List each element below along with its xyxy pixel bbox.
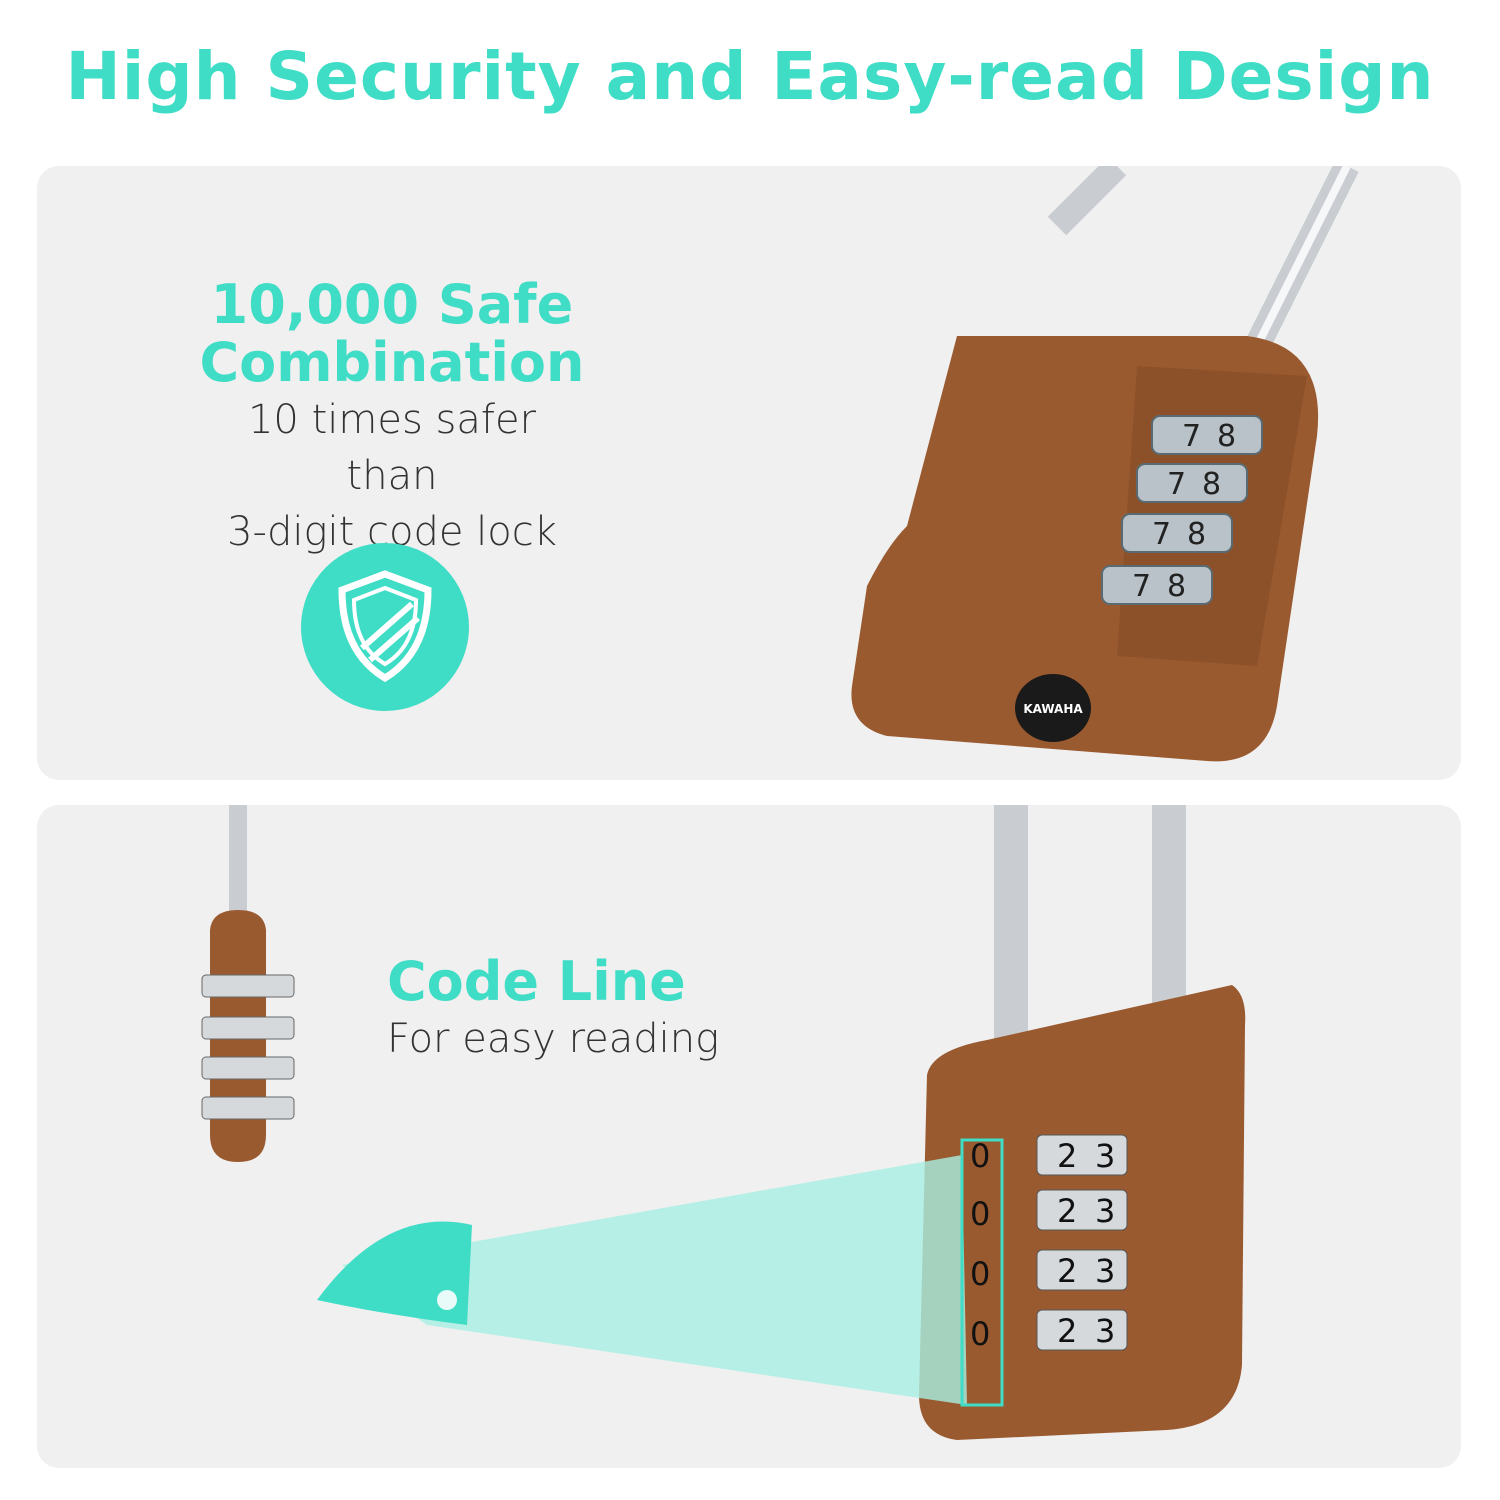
page-title: High Security and Easy-read Design	[65, 38, 1435, 115]
dial-digit: 8	[1217, 419, 1236, 454]
code-line-digit: 0	[970, 1315, 990, 1353]
code-line-text: Code Line For easy reading	[387, 953, 719, 1067]
padlock-side-image	[201, 805, 295, 1162]
code-line-digit: 0	[970, 1255, 990, 1293]
dial-digit: 2	[1057, 1137, 1077, 1175]
shield-icon	[301, 543, 469, 711]
combination-heading-2: Combination	[199, 331, 585, 394]
code-line-sub: For easy reading	[387, 1016, 720, 1062]
dial-digit: 3	[1095, 1252, 1115, 1290]
padlock-angled-image: 7 8 7 8 7 8 7 8 KAWAHA	[851, 166, 1359, 762]
combination-text: 10,000 Safe Combination 10 times safer t…	[197, 276, 587, 560]
sight-beam	[342, 1155, 967, 1405]
code-line-digit: 0	[970, 1195, 990, 1233]
combination-dials	[1101, 415, 1263, 605]
dial-digit: 3	[1095, 1312, 1115, 1350]
eye-icon	[317, 1221, 472, 1325]
dial-digit: 7	[1167, 467, 1186, 502]
dial-digit: 8	[1187, 517, 1206, 552]
dial-digit: 8	[1167, 569, 1186, 604]
dial-digit: 2	[1057, 1312, 1077, 1350]
dial-digit: 7	[1152, 517, 1171, 552]
dial-digit: 7	[1182, 419, 1201, 454]
feature-panel-combination: 10,000 Safe Combination 10 times safer t…	[37, 166, 1461, 780]
dial-digit: 2	[1057, 1252, 1077, 1290]
code-line-heading: Code Line	[387, 950, 686, 1013]
dial-digit: 7	[1132, 569, 1151, 604]
dial-digit: 3	[1095, 1137, 1115, 1175]
code-line-digit: 0	[970, 1137, 990, 1175]
combination-sub-1: 10 times safer than	[247, 397, 537, 499]
code-line-illustration: 2 3 2 3 2 3 2 3 0 0 0 0	[317, 805, 1246, 1440]
dial-digit: 3	[1095, 1192, 1115, 1230]
dial-digit: 8	[1202, 467, 1221, 502]
brand-logo-text: KAWAHA	[1023, 702, 1083, 716]
dial-digit: 2	[1057, 1192, 1077, 1230]
feature-panel-code-line: Code Line For easy reading 2 3 2 3 2 3 2…	[37, 805, 1461, 1468]
combination-heading-1: 10,000 Safe	[210, 273, 574, 336]
